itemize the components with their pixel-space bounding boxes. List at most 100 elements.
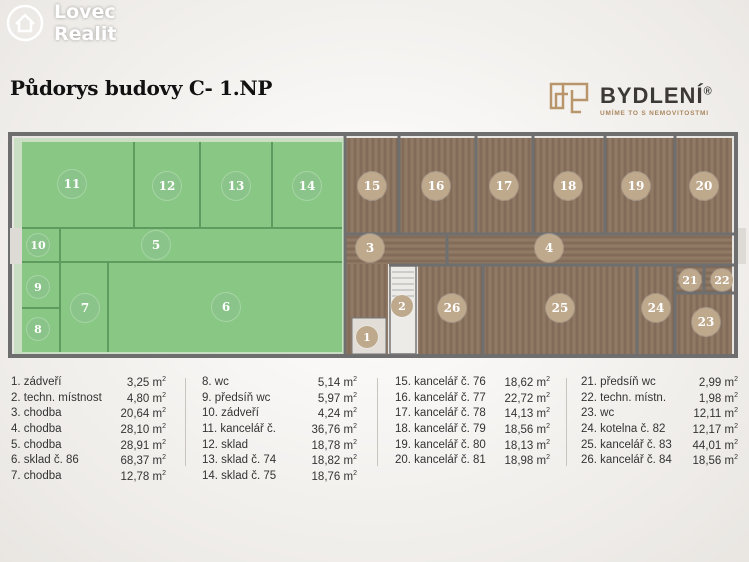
legend-room-area: 2,99 m2	[698, 376, 738, 389]
legend-room-name: 1. zádveří	[11, 376, 62, 388]
legend-room-name: 2. techn. místnost	[11, 391, 102, 404]
legend-room-area: 28,91 m2	[120, 438, 166, 452]
room-label-25: 25	[546, 294, 574, 322]
legend-room-name: 20. kancelář č. 81	[395, 454, 486, 467]
legend-row: 5. chodba 28,91 m2	[11, 439, 166, 455]
legend-column-4: 21. předsíň wc 2,99 m2 22. techn. místn. 1,…	[581, 376, 738, 470]
legend-room-name: 13. sklad č. 74	[202, 454, 277, 467]
legend-divider	[566, 378, 567, 466]
legend-room-area: 18,76 m2	[311, 470, 357, 483]
room-label-14: 14	[293, 172, 321, 200]
legend-room-name: 9. předsíň wc	[202, 391, 271, 404]
legend-row: 2. techn. místnost 4,80 m2	[11, 392, 166, 408]
legend-room-name: 24. kotelna č. 82	[581, 423, 666, 436]
room-label-4: 4	[535, 234, 563, 262]
room-label-11: 11	[58, 170, 86, 198]
legend-room-name: 12. sklad	[202, 438, 249, 451]
brand-name: BYDLENÍ®	[600, 83, 713, 108]
legend-column-1: 1. zádveří 3,25 m2 2. techn. místnost 4,80 …	[11, 376, 166, 486]
legend-room-area: 4,80 m2	[126, 391, 166, 405]
legend-room-area: 12,78 m2	[120, 470, 166, 483]
room-label-8: 8	[27, 318, 49, 340]
room-label-15: 15	[358, 172, 386, 200]
legend-room-area: 18,13 m2	[504, 438, 550, 452]
watermark: Lovec Realit	[2, 0, 132, 48]
legend-row: 15. kancelář č. 76 18,62 m2	[395, 376, 550, 392]
room-label-23: 23	[692, 308, 720, 336]
legend-room-area: 44,01 m2	[692, 438, 738, 452]
legend-room-area: 22,72 m2	[504, 391, 550, 405]
legend-room-name: 15. kancelář č. 76	[395, 376, 486, 388]
bydleni-logo-icon	[549, 82, 589, 114]
legend-row: 22. techn. místn. 1,98 m2	[581, 392, 738, 408]
legend-row: 25. kancelář č. 83 44,01 m2	[581, 439, 738, 455]
legend-room-name: 14. sklad č. 75	[202, 470, 277, 483]
room-label-17: 17	[490, 172, 518, 200]
legend-room-name: 22. techn. místn.	[581, 391, 667, 404]
room-label-10: 10	[27, 234, 49, 256]
legend-room-area: 18,78 m2	[311, 438, 357, 452]
legend-row: 13. sklad č. 74 18,82 m2	[202, 454, 357, 470]
floor-plan: 11 12 13 14 5 6 7 10 9 8 15 16 17 18 19 …	[0, 128, 749, 363]
legend-room-name: 3. chodba	[11, 407, 62, 420]
room-label-18: 18	[554, 172, 582, 200]
legend-room-name: 17. kancelář č. 78	[395, 407, 486, 420]
legend-room-name: 5. chodba	[11, 438, 62, 451]
legend-room-name: 25. kancelář č. 83	[581, 438, 672, 451]
legend-room-area: 1,98 m2	[698, 391, 738, 405]
legend-room-area: 18,56 m2	[504, 423, 550, 436]
legend-row: 23. wc 12,11 m2	[581, 407, 738, 423]
room-label-6: 6	[212, 293, 240, 321]
legend-room-area: 18,62 m2	[504, 376, 550, 389]
legend-room-area: 14,13 m2	[504, 407, 550, 421]
legend-room-area: 36,76 m2	[311, 423, 357, 436]
room-label-5: 5	[142, 231, 170, 259]
legend-room-area: 18,82 m2	[311, 454, 357, 468]
legend-room-area: 68,37 m2	[120, 454, 166, 468]
room-label-12: 12	[153, 172, 181, 200]
legend-row: 1. zádveří 3,25 m2	[11, 376, 166, 392]
room-legend: 1. zádveří 3,25 m2 2. techn. místnost 4,80 …	[0, 376, 749, 496]
room-label-3: 3	[356, 234, 384, 262]
legend-divider	[377, 378, 378, 466]
room-label-13: 13	[222, 172, 250, 200]
legend-room-name: 21. předsíň wc	[581, 376, 656, 388]
room-label-9: 9	[27, 276, 49, 298]
room-label-20: 20	[690, 172, 718, 200]
legend-room-name: 16. kancelář č. 77	[395, 391, 486, 404]
legend-room-name: 8. wc	[202, 376, 229, 388]
brand-logo: BYDLENÍ® UMÍME TO S NEMOVITOSTMI	[548, 78, 748, 126]
legend-row: 16. kancelář č. 77 22,72 m2	[395, 392, 550, 408]
room-4-corridor	[448, 234, 732, 264]
room-label-2: 2	[391, 295, 413, 317]
room-label-22: 22	[711, 269, 733, 291]
legend-room-area: 28,10 m2	[120, 423, 166, 436]
legend-room-area: 12,11 m2	[693, 407, 738, 421]
legend-room-area: 20,64 m2	[120, 407, 166, 421]
room-label-1: 1	[356, 326, 378, 348]
legend-room-name: 4. chodba	[11, 423, 62, 436]
legend-row: 4. chodba 28,10 m2	[11, 423, 166, 439]
watermark-line2: Realit	[54, 23, 117, 45]
legend-room-area: 4,24 m2	[317, 407, 357, 421]
room-label-21: 21	[679, 269, 701, 291]
room-label-26: 26	[438, 294, 466, 322]
legend-room-area: 3,25 m2	[126, 376, 166, 389]
legend-column-3: 15. kancelář č. 76 18,62 m2 16. kancelář č…	[395, 376, 550, 470]
legend-row: 12. sklad 18,78 m2	[202, 439, 357, 455]
legend-room-name: 26. kancelář č. 84	[581, 454, 672, 467]
legend-row: 21. předsíň wc 2,99 m2	[581, 376, 738, 392]
legend-row: 3. chodba 20,64 m2	[11, 407, 166, 423]
room-label-16: 16	[422, 172, 450, 200]
room-label-24: 24	[642, 294, 670, 322]
legend-room-name: 23. wc	[581, 407, 615, 420]
house-logo-icon	[6, 4, 44, 42]
legend-room-area: 18,98 m2	[504, 454, 550, 468]
